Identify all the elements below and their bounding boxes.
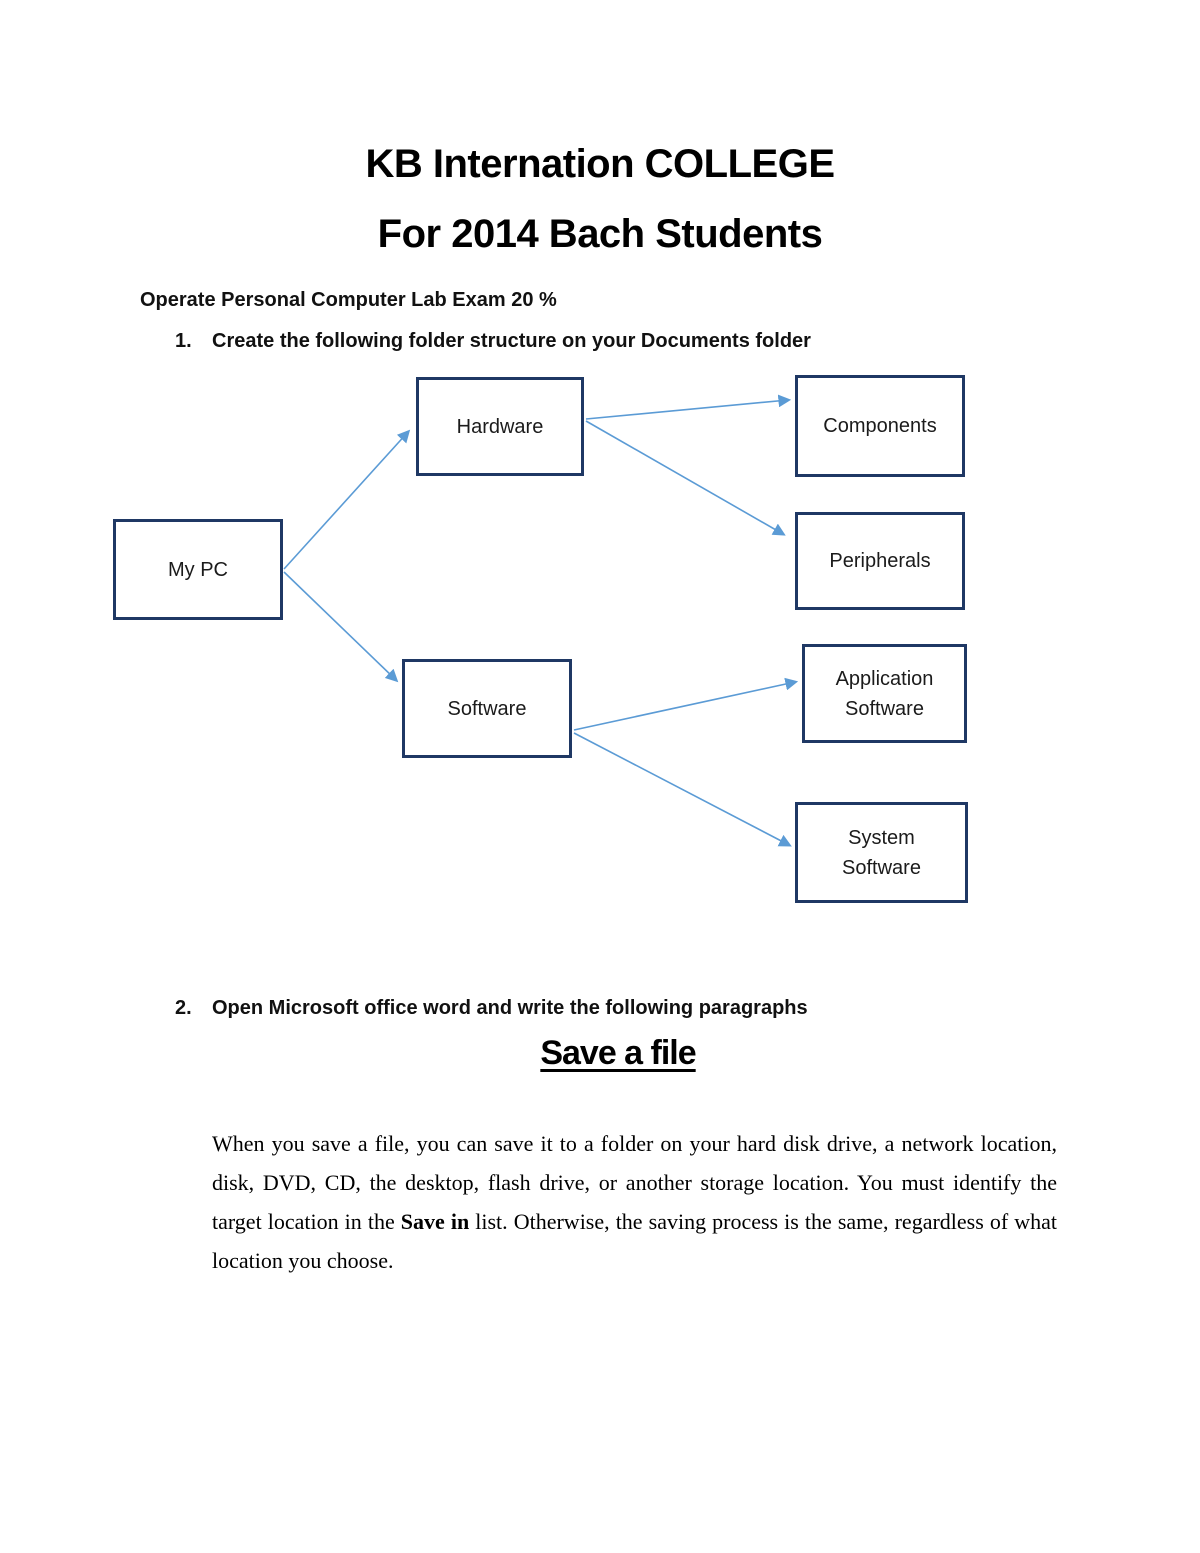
document-subtitle: For 2014 Bach Students [377,212,823,256]
diagram-node-system-software: System Software [795,802,968,903]
application-software-line2: Software [845,697,924,720]
diagram-edge-software-to-system-software [573,732,792,847]
diagram-edge-hardware-to-peripherals [585,420,786,536]
task-item-2: 2. Open Microsoft office word and write … [175,997,808,1020]
task-item-2-text-part1: Open Microso [212,997,346,1019]
system-software-line2: Software [842,856,921,879]
diagram-node-peripherals: Peripherals [795,512,965,610]
exam-info-line: Operate Personal Computer Lab Exam 20 % [140,289,557,311]
system-software-line1: System [848,826,915,849]
save-a-file-heading: Save a file [540,1034,696,1072]
diagram-node-software: Software [402,659,572,758]
diagram-edge-my-pc-to-software [283,571,399,683]
diagram-node-components-label: Components [823,415,937,437]
task-item-1: 1. Create the following folder structure… [175,330,811,353]
diagram-node-software-label: Software [447,697,527,720]
diagram-node-components: Components [795,375,965,477]
diagram-node-my-pc: My PC [113,519,283,620]
diagram-edge-software-to-application-software [573,677,799,731]
diagram-node-hardware: Hardware [416,377,584,476]
task-item-2-number: 2. [175,997,192,1019]
diagram-node-application-software-label: Application Software [836,664,934,724]
diagram-edge-hardware-to-components [585,394,792,420]
diagram-node-system-software-label: System Software [842,823,921,883]
paragraph-part2: list. Otherwise, the saving process is t… [212,1209,1057,1273]
task-item-2-text: Open Microsoft office word and write the… [212,997,808,1020]
save-a-file-paragraph: When you save a file, you can save it to… [212,1124,1057,1280]
diagram-node-hardware-label: Hardware [456,415,544,438]
task-item-1-number: 1. [175,330,192,352]
diagram-node-application-software: Application Software [802,644,967,743]
task-item-2-text-bold: ft offi [345,997,396,1019]
paragraph-part1: When you save a file, you can save it to… [212,1131,1057,1234]
diagram-edge-my-pc-to-hardware [283,429,411,570]
application-software-line1: Application [835,667,934,690]
diagram-node-my-pc-label: My PC [168,558,228,581]
task-item-1-text: Create the following folder structure on… [212,330,811,352]
diagram-node-peripherals-label: Peripherals [829,550,931,572]
paragraph-bold-save-in: Save in [400,1209,470,1234]
task-item-2-text-part2: ce word and write the following paragrap… [395,997,808,1019]
document-title: KB Internation COLLEGE [365,142,836,186]
